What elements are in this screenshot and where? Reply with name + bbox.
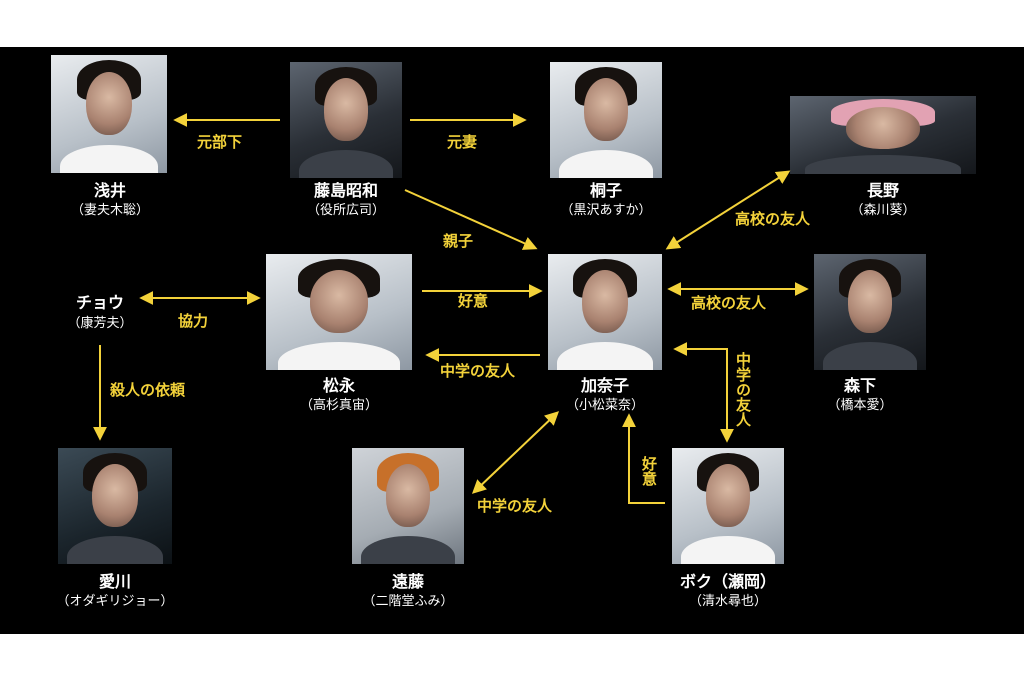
label-chuugaku-matsunaga: 中学の友人 — [440, 362, 516, 380]
name-morishita: 森下 — [843, 376, 876, 395]
portrait-morishita — [814, 254, 926, 370]
label-oyako: 親子 — [443, 232, 474, 250]
actor-fujishima: （役所広司） — [306, 203, 385, 218]
label-satsujin: 殺人の依頼 — [110, 381, 186, 399]
name-boku: ボク（瀬岡） — [679, 572, 776, 591]
label-motozuma: 元妻 — [447, 133, 478, 151]
label-kouko-morishita: 高校の友人 — [691, 294, 767, 312]
arrow-kanako-nagano — [665, 170, 791, 250]
name-matsunaga: 松永 — [322, 376, 355, 395]
portrait-endo — [352, 448, 464, 564]
portrait-asai — [51, 55, 167, 173]
arrow-kanako-endo — [471, 411, 560, 494]
label-moto-buka: 元部下 — [197, 133, 243, 151]
actor-morishita: （橋本愛） — [827, 398, 893, 413]
portrait-boku — [672, 448, 784, 564]
actor-matsunaga: （高杉真宙） — [299, 398, 378, 413]
name-kiriko: 桐子 — [589, 181, 622, 200]
arrow-fujishima-kanako — [404, 189, 538, 250]
name-nagano: 長野 — [866, 181, 899, 200]
actor-boku: （清水尋也） — [688, 594, 767, 609]
actor-endo: （二階堂ふみ） — [362, 594, 454, 609]
label-koui-matsunaga: 好意 — [458, 292, 489, 310]
arrow-kanako-boku — [673, 342, 734, 443]
label-chuugaku-boku: 中学の友人 — [734, 352, 752, 427]
label-kyouryoku: 協力 — [178, 312, 209, 330]
name-endo: 遠藤 — [391, 572, 424, 591]
actor-nagano: （森川葵） — [850, 203, 916, 218]
actor-kiriko: （黒沢あすか） — [560, 203, 652, 218]
name-asai: 浅井 — [93, 181, 126, 200]
portrait-matsunaga — [266, 254, 412, 370]
name-fujishima: 藤島昭和 — [313, 181, 378, 200]
name-kanako: 加奈子 — [580, 376, 629, 395]
portrait-kanako — [548, 254, 662, 370]
name-chou: チョウ — [75, 293, 124, 312]
actor-kanako: （小松菜奈） — [565, 398, 644, 413]
portrait-nagano — [790, 96, 976, 174]
actor-aikawa: （オダギリジョー） — [56, 594, 174, 609]
name-aikawa: 愛川 — [98, 572, 131, 591]
portrait-aikawa — [58, 448, 172, 564]
label-koui-boku: 好意 — [640, 456, 658, 486]
arrow-boku-kanako — [622, 413, 665, 504]
actor-chou: （康芳夫） — [67, 316, 133, 331]
portrait-kiriko — [550, 62, 662, 178]
label-kouko-nagano: 高校の友人 — [735, 210, 811, 228]
portrait-fujishima — [290, 62, 402, 178]
label-chuugaku-endo: 中学の友人 — [477, 497, 553, 515]
actor-asai: （妻夫木聡） — [70, 203, 149, 218]
